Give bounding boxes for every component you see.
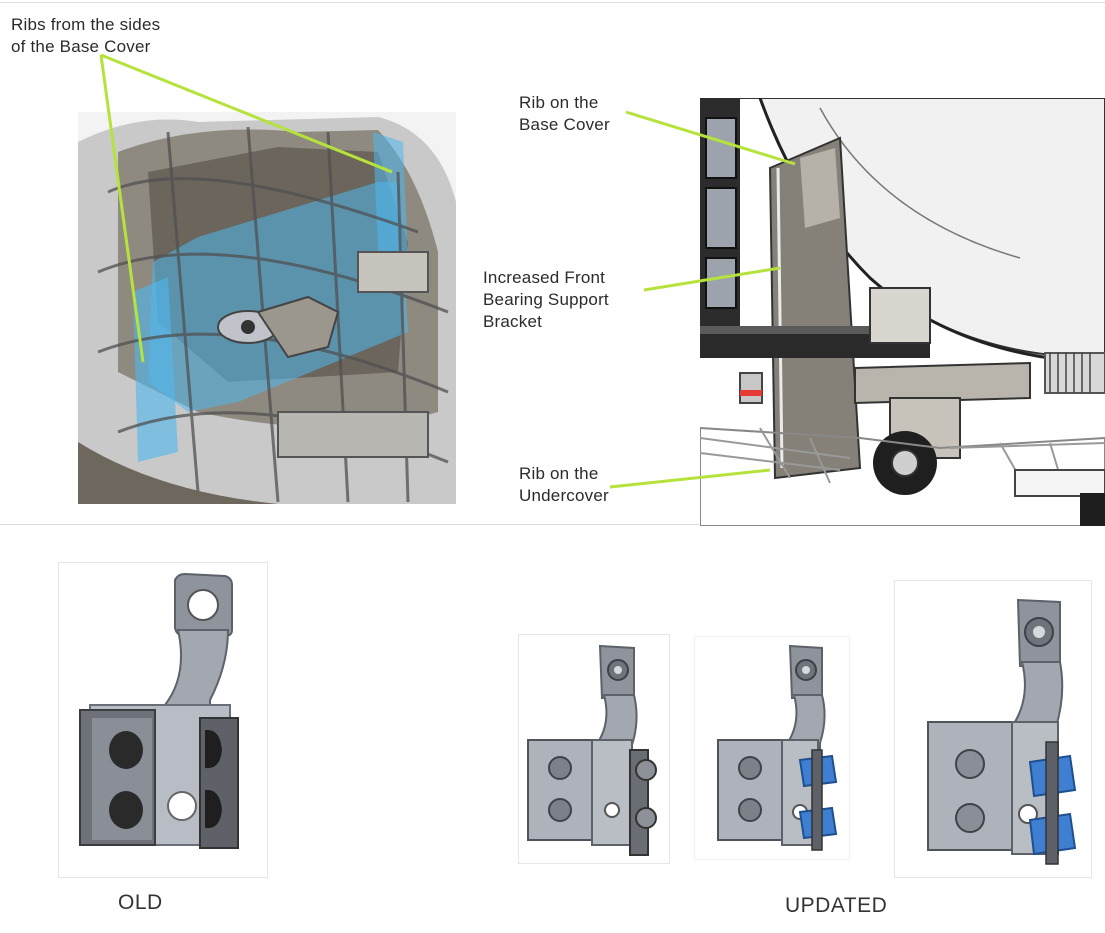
caption-updated: UPDATED — [785, 894, 888, 917]
bearing-bracket-render — [700, 98, 1105, 526]
updated-bracket-render-1 — [527, 644, 657, 856]
base-cover-render — [78, 112, 456, 504]
updated-bracket-frame-2 — [694, 636, 850, 860]
label-rib-base-cover: Rib on the Base Cover — [519, 93, 610, 134]
top-divider — [0, 2, 1105, 3]
updated-bracket-render-2 — [717, 644, 838, 851]
section-divider — [0, 524, 1105, 525]
updated-bracket-render-3 — [927, 598, 1077, 865]
label-increased-bracket: Increased Front Bearing Support Bracket — [483, 268, 609, 331]
label-rib-undercover: Rib on the Undercover — [519, 464, 609, 505]
caption-old: OLD — [118, 891, 163, 914]
updated-bracket-frame-3 — [894, 580, 1092, 878]
updated-bracket-frame-1 — [518, 634, 670, 864]
old-bracket-frame — [58, 562, 268, 878]
label-ribs-sides: Ribs from the sides of the Base Cover — [11, 15, 161, 56]
old-bracket-render — [79, 572, 239, 849]
